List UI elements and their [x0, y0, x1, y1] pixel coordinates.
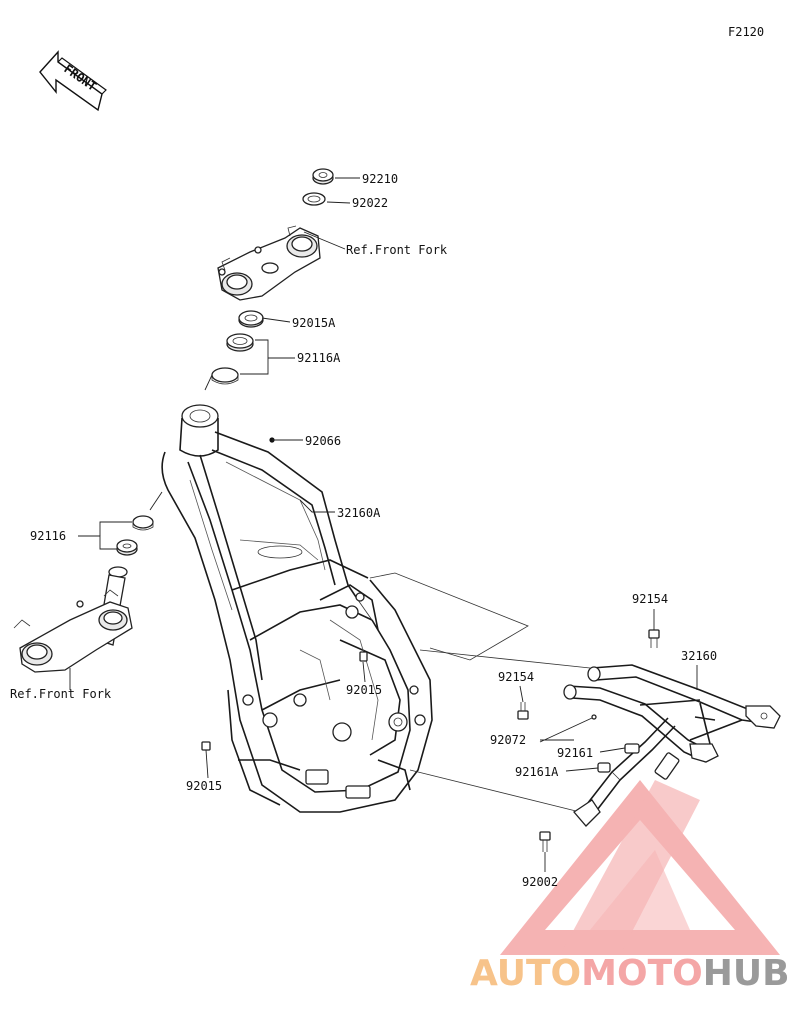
steering-nut-92210 — [312, 168, 334, 185]
lower-triple-clamp-stem — [13, 515, 154, 673]
callout-ref-front-fork-upper: Ref.Front Fork — [346, 243, 448, 257]
bolt-92154-lower — [517, 702, 529, 720]
main-frame-32160A — [161, 404, 591, 813]
diagram-code: F2120 — [728, 25, 764, 39]
callout-32160A: 32160A — [337, 506, 381, 520]
washer-92022 — [302, 192, 326, 206]
watermark-text-moto: MOTO — [581, 953, 703, 994]
watermark-text-hub: HUB — [703, 953, 790, 994]
callout-92015-mid: 92015 — [346, 683, 382, 697]
seal-92015A — [238, 310, 264, 328]
callout-92072: 92072 — [490, 733, 526, 747]
watermark-text-auto: AUTO — [470, 953, 581, 994]
bolt-92002 — [539, 831, 551, 852]
clip-92161A — [597, 762, 611, 773]
callout-92015-low: 92015 — [186, 779, 222, 793]
callout-32160: 32160 — [681, 649, 717, 663]
watermark-text: AUTOMOTOHUB — [470, 953, 790, 994]
callout-92154-top: 92154 — [632, 592, 668, 606]
bolt-92154-upper — [648, 629, 660, 648]
callout-92161A: 92161A — [515, 765, 559, 779]
bolt-92015-low — [201, 741, 211, 751]
callout-ref-front-fork-lower: Ref.Front Fork — [10, 687, 112, 701]
callout-92015A: 92015A — [292, 316, 336, 330]
band-92072 — [539, 714, 597, 743]
callout-92116: 92116 — [30, 529, 66, 543]
callout-92002: 92002 — [522, 875, 558, 889]
bolt-92015-mid — [359, 651, 368, 662]
callout-92022: 92022 — [352, 196, 388, 210]
callout-92210: 92210 — [362, 172, 398, 186]
callout-92154-mid: 92154 — [498, 670, 534, 684]
watermark-logo — [500, 780, 780, 955]
bearing-race-upper — [211, 367, 239, 385]
bearing-92116A — [226, 333, 254, 352]
callout-92161: 92161 — [557, 746, 593, 760]
front-direction-arrow: FRONT — [39, 50, 107, 112]
clip-92161 — [624, 743, 640, 754]
callout-92066: 92066 — [305, 434, 341, 448]
callout-92116A: 92116A — [297, 351, 341, 365]
upper-triple-clamp — [217, 225, 321, 301]
subframe-32160 — [563, 664, 781, 827]
leader-lines — [69, 177, 698, 872]
